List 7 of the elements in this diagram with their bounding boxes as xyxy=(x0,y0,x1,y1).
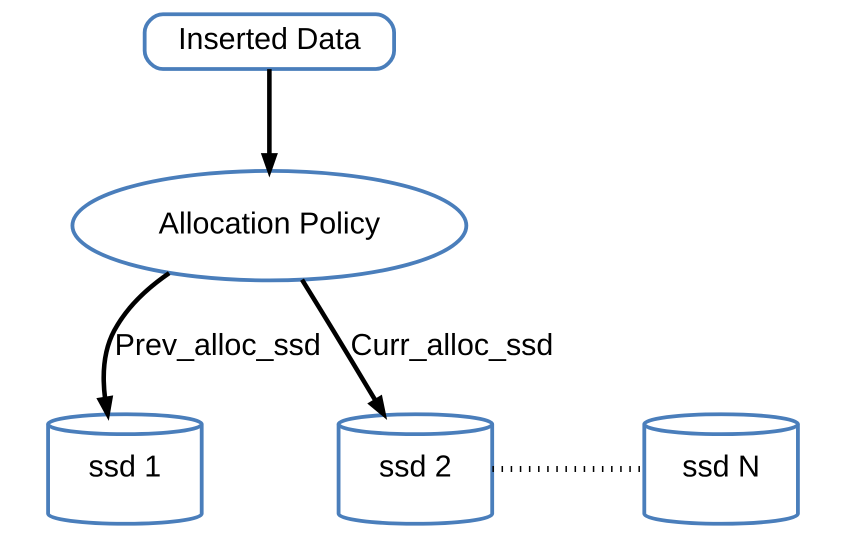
node-ellipse: Allocation Policy xyxy=(70,169,468,282)
arrow xyxy=(96,271,170,421)
arrow xyxy=(260,69,278,178)
edge-label: Prev_alloc_ssd xyxy=(114,328,321,362)
arrow xyxy=(300,278,388,420)
node-box: Inserted Data xyxy=(142,12,396,71)
edge-label: Curr_alloc_ssd xyxy=(350,328,554,362)
